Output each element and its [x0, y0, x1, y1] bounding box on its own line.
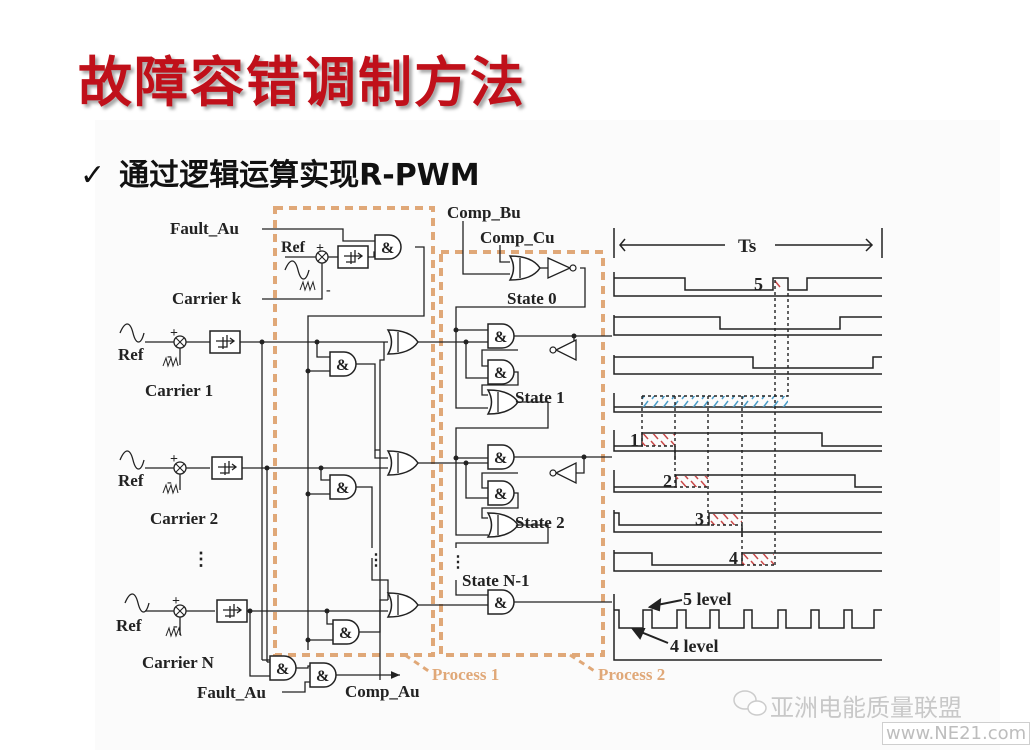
slide-subtitle: ✓ 通过逻辑运算实现R-PWM: [80, 150, 480, 194]
svg-text:&: &: [316, 668, 329, 685]
and-gate: &: [269, 655, 297, 681]
carrier-2-label: Carrier 2: [150, 509, 218, 528]
rpwm-logic-diagram: Process 1 Process 2: [116, 203, 883, 716]
svg-text:&: &: [336, 480, 349, 497]
process1-label: Process 1: [432, 665, 499, 684]
comp-cu-label: Comp_Cu: [480, 228, 555, 247]
vertical-ellipsis: ⋮: [368, 552, 384, 569]
ref-2-label: Ref: [118, 471, 144, 490]
sine-wave-icon: [284, 260, 310, 280]
and-gate: &: [329, 474, 357, 500]
minus-sign: -: [167, 475, 172, 490]
carrier-n-label: Carrier N: [142, 653, 215, 672]
or-gate: [387, 450, 419, 476]
svg-text:&: &: [276, 661, 289, 678]
marker-2-label: 2: [663, 471, 672, 491]
and-gate: &: [374, 234, 402, 260]
minus-sign: -: [326, 283, 331, 298]
marker-5-label: 5: [754, 274, 763, 294]
plus-sign: +: [172, 594, 180, 609]
comparator-block: [211, 456, 243, 480]
svg-text:&: &: [494, 365, 507, 382]
process2-label: Process 2: [598, 665, 665, 684]
and-gate: &: [332, 619, 360, 645]
watermark-text: 亚洲电能质量联盟: [770, 694, 962, 722]
svg-text:&: &: [494, 486, 507, 503]
state-n-1-label: State N-1: [462, 571, 530, 590]
ref-n-label: Ref: [116, 616, 142, 635]
comp-bu-label: Comp_Bu: [447, 203, 521, 222]
and-gate: &: [487, 480, 515, 506]
marker-4-label: 4: [729, 548, 738, 568]
comparator-block: [209, 330, 241, 354]
comparator-block: [216, 599, 248, 623]
sine-wave-icon: [119, 450, 145, 470]
and-gate: &: [309, 662, 337, 688]
sawtooth-carrier-icon: [299, 281, 316, 291]
watermark-url: www.NE21.com: [882, 722, 1030, 745]
and-gate: &: [329, 351, 357, 377]
ref-1-label: Ref: [118, 345, 144, 364]
and-gate: &: [487, 444, 515, 470]
checkmark-icon: ✓: [80, 158, 106, 193]
level-4-label: 4 level: [670, 636, 718, 656]
plus-sign: +: [170, 452, 178, 467]
minus-sign: -: [167, 349, 172, 364]
marker-1-label: 1: [630, 430, 639, 450]
carrier-1-label: Carrier 1: [145, 381, 213, 400]
plus-sign: +: [170, 326, 178, 341]
state-2-label: State 2: [515, 513, 565, 532]
vertical-ellipsis: ⋮: [450, 554, 466, 571]
or-gate: [509, 255, 541, 281]
fault-au-bottom-label: Fault_Au: [197, 683, 266, 702]
and-gate: &: [487, 323, 515, 349]
level-5-label: 5 level: [683, 589, 731, 609]
sine-wave-icon: [124, 593, 150, 613]
process1-box: [273, 206, 435, 657]
comp-au-label: Comp_Au: [345, 682, 420, 701]
svg-text:&: &: [494, 329, 507, 346]
subtitle-text: 通过逻辑运算实现R-PWM: [119, 158, 480, 193]
process2-box: [439, 250, 605, 657]
or-gate: [487, 512, 519, 538]
svg-text:&: &: [339, 625, 352, 642]
period-ts-label: Ts: [738, 236, 756, 257]
marker-3-label: 3: [695, 509, 704, 529]
plus-sign: +: [316, 241, 324, 256]
or-gate: [487, 389, 519, 415]
comparator-block: [337, 245, 369, 269]
slide-background: [95, 120, 1000, 750]
svg-text:&: &: [494, 595, 507, 612]
svg-text:&: &: [494, 450, 507, 467]
svg-text:&: &: [381, 240, 394, 257]
carrier-k-label: Carrier k: [172, 289, 242, 308]
wechat-icon: [733, 690, 767, 716]
fault-au-top-label: Fault_Au: [170, 219, 239, 238]
or-gate: [387, 329, 419, 355]
and-gate: &: [487, 359, 515, 385]
slide-title: 故障容错调制方法: [78, 51, 526, 114]
timing-diagram: [613, 228, 883, 661]
vertical-ellipsis: ⋮: [192, 549, 210, 569]
minus-sign: -: [173, 619, 178, 634]
state-0-label: State 0: [507, 289, 557, 308]
ref-k-label: Ref: [281, 239, 306, 256]
svg-text:&: &: [336, 357, 349, 374]
or-gate: [387, 592, 419, 618]
sine-wave-icon: [119, 323, 145, 343]
and-gate: &: [487, 589, 515, 615]
state-1-label: State 1: [515, 388, 565, 407]
